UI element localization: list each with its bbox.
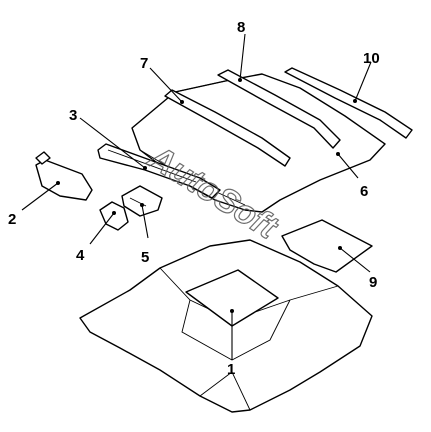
callout-1: 1 xyxy=(227,361,235,378)
cargo-mat-part xyxy=(281,219,373,273)
sun-visor-part xyxy=(35,151,93,201)
callout-10: 10 xyxy=(363,50,380,67)
callout-6: 6 xyxy=(360,183,368,200)
roof-rail-left-part xyxy=(164,89,291,167)
callout-8: 8 xyxy=(237,19,245,36)
floor-pad-part xyxy=(185,269,279,327)
dome-lamp-part xyxy=(121,185,163,217)
rear-rail-part xyxy=(284,67,413,139)
callout-5: 5 xyxy=(141,249,149,266)
callout-3: 3 xyxy=(69,107,77,124)
callout-2: 2 xyxy=(8,211,16,228)
front-header-trim-part xyxy=(97,143,221,199)
leader-lines xyxy=(21,33,372,360)
roof-rail-center-part xyxy=(217,69,341,149)
callout-7: 7 xyxy=(140,55,148,72)
callout-4: 4 xyxy=(76,247,85,264)
leader-dots xyxy=(56,78,357,313)
callout-9: 9 xyxy=(369,274,377,291)
